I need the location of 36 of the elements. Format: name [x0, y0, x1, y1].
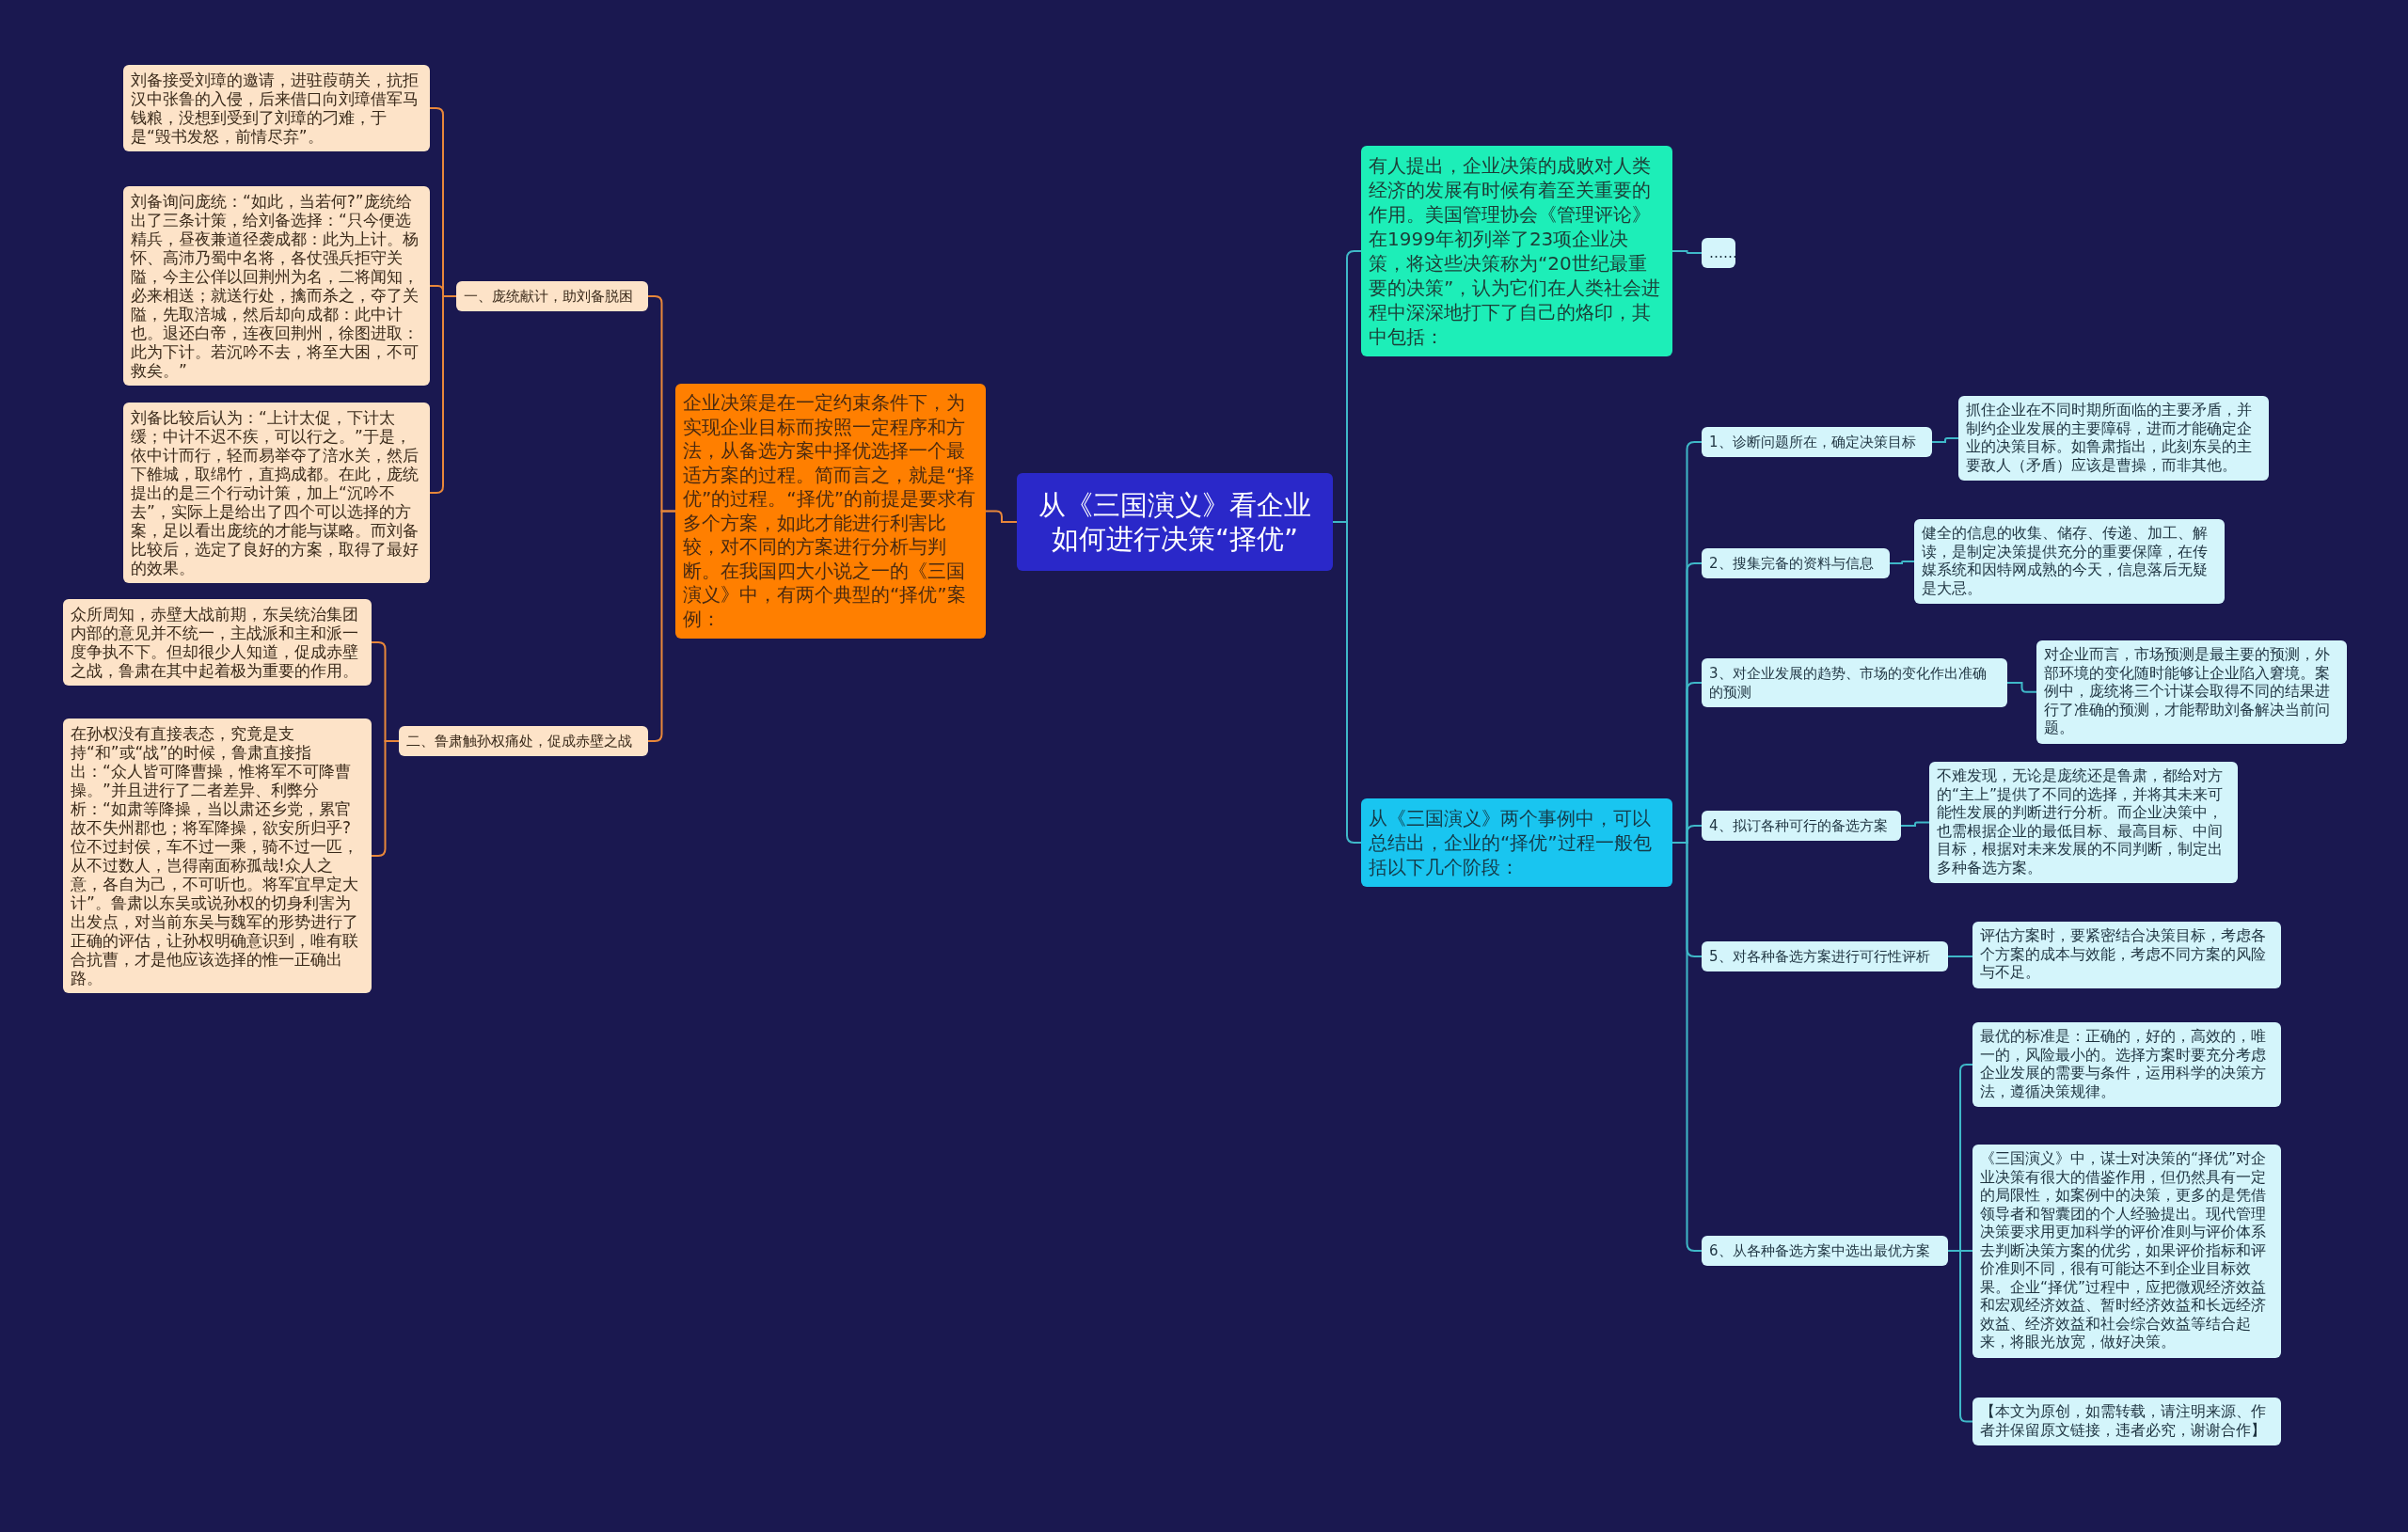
subtopic: 一、庞统献计，助刘备脱困: [456, 281, 648, 311]
note-card: 抓住企业在不同时期所面临的主要矛盾，并制约企业发展的主要障碍，进而才能确定企业的决策目标。如鲁肃指出，此刻东吴的主要敌人（矛盾）应该是曹操，而非其他。: [1958, 396, 2269, 481]
subtopic: 2、搜集完备的资料与信息: [1702, 548, 1890, 578]
note-card: 众所周知，赤壁大战前期，东吴统治集团内部的意见并不统一，主战派和主和派一度争执不下。但却很少人知道，促成赤壁之战，鲁肃在其中起着极为重要的作用。: [63, 599, 372, 686]
subtopic: 6、从各种备选方案中选出最优方案: [1702, 1236, 1948, 1266]
connector-line: [647, 510, 676, 742]
subtopic: 4、拟订各种可行的备选方案: [1702, 811, 1901, 841]
note-card: 在孙权没有直接表态，究竟是支持“和”或“战”的时候，鲁肃直接指出：“众人皆可降曹操，惟将军不可降曹操。”并且进行了二者差异、利弊分析：“如肃等降操，当以肃还乡党，累官故不失州郡也；将军降操，欲安所归乎?位不过封侯，车不过一乘，骑不过一匹，从不过数人，岂得南面称孤哉!众人之意，各自为己，不可听也。将军宜早定大计”。鲁肃以东吴或说孙权的切身利害为出发点，对当前东吴与魏军的形势进行了正确的评估，让孙权明确意识到，唯有联合抗曹，才是他应该选择的惟一正确出路。: [63, 719, 372, 993]
connector-line: [1671, 250, 1703, 254]
note-card: 【本文为原创，如需转载，请注明来源、作者并保留原文链接，违者必究，谢谢合作】: [1972, 1398, 2281, 1445]
note-card: 《三国演义》中，谋士对决策的“择优”对企业决策有很大的借鉴作用，但仍然具有一定的局限性，如案例中的决策，更多的是凭借领导者和智囊团的个人经验提出。现代管理决策要求用更加科学的评价准则与评价体系去判断决策方案的优劣，如果评价指标和评价准则不同，很有可能达不到企业目标效果。企业“择优”过程中，应把微观经济效益和宏观经济效益、暂时经济效益和长远经济效益、经济效益和社会综合效益等结合起来，将眼光放宽，做好决策。: [1972, 1145, 2281, 1358]
subtopic: 5、对各种备选方案进行可行性评析: [1702, 941, 1948, 971]
subtopic: ……: [1702, 238, 1735, 268]
main-topic: 有人提出，企业决策的成败对人类经济的发展有时候有着至关重要的作用。美国管理协会《管理评论》在1999年初列举了23项企业决策，将这些决策称为“20世纪最重要的决策”，认为它们在人类社会进程中深深地打下了自己的烙印，其中包括：: [1361, 146, 1672, 356]
note-card: 最优的标准是：正确的，好的，高效的，唯一的，风险最小的。选择方案时要充分考虑企业发展的需要与条件，运用科学的决策方法，遵循决策规律。: [1972, 1022, 2281, 1107]
note-card: 刘备询问庞统：“如此，当若何?”庞统给出了三条计策，给刘备选择：“只今便选精兵，昼夜兼道径袭成都：此为上计。杨怀、高沛乃蜀中名将，各仗强兵拒守关隘，今主公佯以回荆州为名，二将闻知，必来相送；就送行处，擒而杀之，夺了关隘，先取涪城，然后却向成都：此中计也。退还白帝，连夜回荆州，徐图进取：此为下计。若沉吟不去，将至大困，不可救矣。”: [123, 186, 430, 386]
note-card: 刘备比较后认为：“上计太促，下计太缓；中计不迟不疾，可以行之。”于是，依中计而行，轻而易举夺了涪水关，然后下雒城，取绵竹，直捣成都。在此，庞统提出的是三个行动计策，加上“沉吟不去”，实际上是给出了四个可以选择的方案，足以看出庞统的才能与谋略。而刘备比较后，选定了良好的方案，取得了最好的效果。: [123, 403, 430, 583]
note-card: 健全的信息的收集、储存、传递、加工、解读，是制定决策提供充分的重要保障，在传媒系统和因特网成熟的今天，信息落后无疑是大忌。: [1914, 519, 2225, 604]
subtopic: 二、鲁肃触孙权痛处，促成赤壁之战: [399, 726, 648, 756]
subtopic: 3、对企业发展的趋势、市场的变化作出准确的预测: [1702, 658, 2007, 707]
connector-line: [1900, 821, 1930, 827]
connector-line: [1947, 956, 1973, 957]
connector-line: [1332, 521, 1362, 844]
connector-line: [2006, 682, 2037, 693]
connector-line: [1889, 561, 1915, 564]
subtopic: 1、诊断问题所在，确定决策目标: [1702, 427, 1932, 457]
connector-line: [371, 740, 400, 857]
main-topic: 企业决策是在一定约束条件下，为实现企业目标而按照一定程序和方法，从备选方案中择优选择一个最适方案的过程。简而言之，就是“择优”的过程。“择优”的前提是要求有多个方案，如此才能进行利害比较，对不同的方案进行分析与判断。在我国四大小说之一的《三国演义》中，有两个典型的“择优”案例：: [675, 384, 986, 639]
central-topic: 从《三国演义》看企业如何进行决策“择优”: [1017, 473, 1333, 571]
note-card: 刘备接受刘璋的邀请，进驻葭萌关，抗拒汉中张鲁的入侵，后来借口向刘璋借军马钱粮，没想到受到了刘璋的刁难，于是“毁书发怒，前情尽弃”。: [123, 65, 430, 151]
connector-line: [985, 510, 1018, 523]
note-card: 不难发现，无论是庞统还是鲁肃，都给对方的“主上”提供了不同的选择，并将其未来可能性发展的判断进行分析。而企业决策中，也需根据企业的最低目标、最高目标、中间目标，根据对未来发展的不同判断，制定出多种备选方案。: [1929, 762, 2238, 883]
main-topic: 从《三国演义》两个事例中，可以总结出，企业的“择优”过程一般包括以下几个阶段：: [1361, 798, 1672, 887]
note-card: 对企业而言，市场预测是最主要的预测，外部环境的变化随时能够让企业陷入窘境。案例中，庞统将三个计谋会取得不同的结果进行了准确的预测，才能帮助刘备解决当前问题。: [2036, 640, 2347, 744]
note-card: 评估方案时，要紧密结合决策目标，考虑各个方案的成本与效能，考虑不同方案的风险与不足。: [1972, 922, 2281, 988]
connector-line: [1931, 437, 1959, 443]
